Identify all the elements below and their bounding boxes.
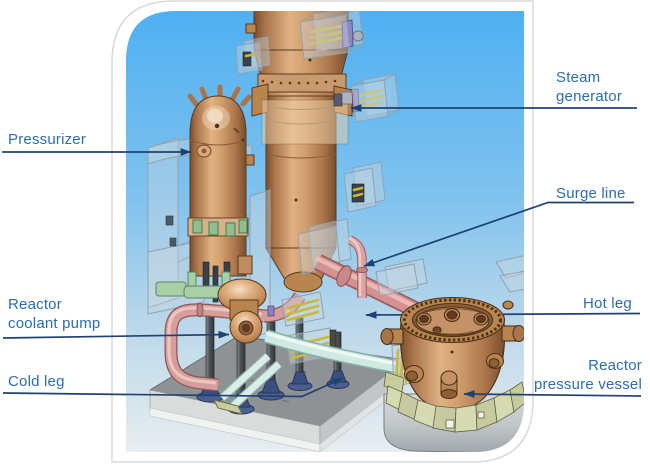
label-reactor-pressure-vessel-line1: Reactor: [588, 357, 642, 374]
leader-reactor-pressure-vessel: [463, 390, 642, 398]
label-steam-generator-line1: Steam: [556, 69, 601, 86]
label-steam-generator-line2: generator: [556, 88, 623, 105]
scene-back: [147, 11, 524, 452]
snubber-box-top: [299, 11, 364, 60]
label-surge-line: Surge line: [556, 184, 626, 203]
reactor-coolant-pump-3d: [217, 278, 292, 344]
snubber-box-left: [235, 36, 271, 75]
leader-lines: [2, 104, 642, 398]
label-pressurizer: Pressurizer: [8, 130, 86, 149]
label-cold-leg: Cold leg: [8, 372, 65, 391]
label-reactor-coolant-pump: Reactor coolant pump: [8, 295, 100, 333]
wireframe-box-surge: [375, 258, 428, 297]
label-reactor-coolant-pump-line2: coolant pump: [8, 315, 101, 332]
label-reactor-pressure-vessel: Reactor pressure vessel: [534, 356, 642, 394]
leader-reactor-coolant-pump: [2, 330, 230, 339]
label-hot-leg-text: Hot leg: [583, 295, 632, 312]
scene-vessel: [380, 296, 524, 452]
snubber-box-lower: [343, 161, 386, 213]
snubber-box-right: [333, 73, 400, 123]
label-surge-line-text: Surge line: [556, 185, 626, 202]
vessel-front-nozzles: [404, 353, 504, 399]
label-hot-leg: Hot leg: [583, 294, 632, 313]
diagonal-braces: [213, 352, 283, 415]
leader-cold-leg: [2, 377, 344, 398]
steam-generator-3d: [245, 11, 353, 293]
damper-cluster-upper: [281, 291, 325, 327]
pressurizer-3d: [183, 84, 255, 303]
label-pressurizer-text: Pressurizer: [8, 131, 87, 148]
leader-surge-line: [363, 201, 634, 267]
reactor-pressure-vessel-3d: [380, 296, 524, 413]
surge-line-pipe: [347, 235, 368, 298]
label-steam-generator: Steam generator: [556, 68, 622, 106]
vessel-support-blocks: [383, 371, 524, 433]
label-cold-leg-text: Cold leg: [8, 373, 65, 390]
label-reactor-coolant-pump-line1: Reactor: [8, 296, 62, 313]
label-reactor-pressure-vessel-line2: pressure vessel: [533, 376, 642, 393]
